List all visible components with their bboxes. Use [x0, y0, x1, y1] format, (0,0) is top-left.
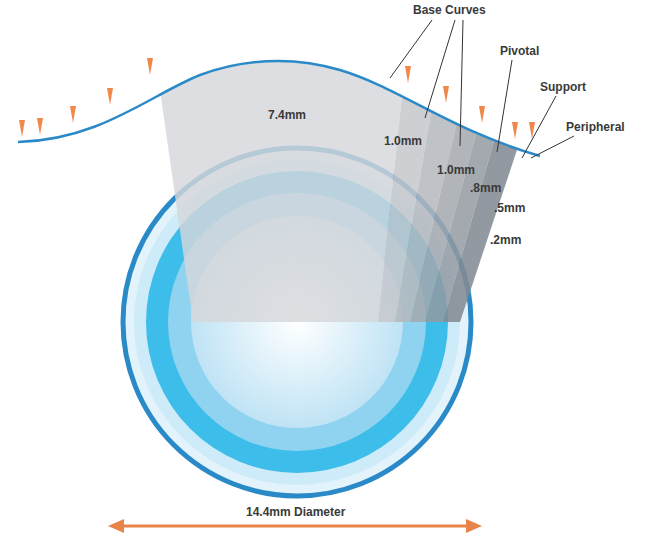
orange-marker [107, 88, 113, 105]
orange-marker [147, 58, 153, 75]
zone-name: Base Curves [413, 3, 486, 17]
zone-name: Support [540, 80, 586, 94]
orange-marker [479, 106, 485, 123]
diameter-arrow [108, 519, 482, 533]
orange-marker [19, 120, 25, 137]
dimension-label: .8mm [470, 181, 501, 195]
dimension-label: .5mm [494, 201, 525, 215]
orange-marker [443, 86, 449, 103]
orange-marker [405, 66, 411, 83]
dimension-label: .2mm [490, 233, 521, 247]
curve-zones [150, 20, 560, 322]
dimension-label: 1.0mm [384, 134, 422, 148]
orange-marker [70, 106, 76, 123]
zone-name: Pivotal [500, 44, 539, 58]
dimension-label: 7.4mm [268, 108, 306, 122]
dimension-label: 1.0mm [437, 163, 475, 177]
dimension-label: 14.4mm Diameter [246, 505, 345, 519]
zone-name: Peripheral [566, 120, 625, 134]
orange-markers [19, 58, 535, 139]
orange-marker [512, 122, 518, 139]
orange-marker [37, 118, 43, 135]
